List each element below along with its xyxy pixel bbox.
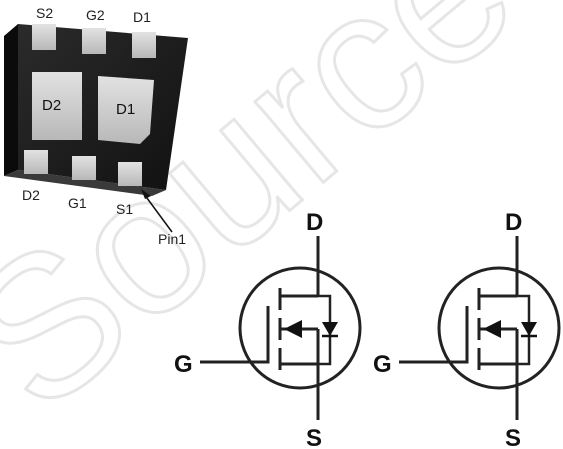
mosfet-2-arrow (483, 320, 501, 338)
pin1-label: Pin1 (158, 231, 186, 247)
pin-label-g2: G2 (86, 7, 105, 23)
pin-label-d2-bottom: D2 (22, 187, 40, 203)
pin-bottom-2 (72, 156, 96, 180)
pin1-arrowhead (141, 189, 151, 199)
pad-label-d1: D1 (116, 101, 135, 118)
pin-bottom-3 (118, 162, 142, 186)
pin-label-s1: S1 (116, 201, 133, 217)
package-photo: S2 G2 D1 D2 D1 D2 G1 S1 Pin1 (4, 5, 188, 247)
mosfet-2-gate-label: G (373, 351, 392, 378)
mosfet-1-gate-label: G (174, 351, 193, 378)
mosfet-1-drain-label: D (306, 209, 323, 236)
package-bottom-face (4, 170, 166, 196)
pin-label-g1: G1 (68, 195, 87, 211)
mosfet-symbol-2: D G S (373, 209, 561, 449)
mosfet-2-drain-label: D (505, 209, 522, 236)
pin-label-s2: S2 (36, 5, 53, 21)
pin-top-3 (132, 32, 156, 58)
mosfet-symbol-1: D G S (174, 209, 362, 449)
pin1-arrow (143, 193, 173, 233)
pin-label-d1-top: D1 (133, 9, 151, 25)
mosfet-1-source-label: S (306, 425, 322, 449)
mosfet-2-source-label: S (505, 425, 521, 449)
mosfet-2-diode (521, 322, 537, 336)
pad-d2 (32, 72, 82, 140)
pad-d1 (98, 76, 154, 144)
package-side (4, 24, 18, 176)
mosfet-2-gate-lead (399, 306, 469, 364)
pad-label-d2: D2 (42, 97, 61, 114)
pin-top-2 (82, 28, 106, 54)
mosfet-1-diode (322, 322, 338, 336)
pin-top-1 (32, 24, 56, 50)
mosfet-1-arrow (284, 320, 302, 338)
pin-bottom-1 (24, 150, 48, 174)
mosfet-1-body-circle (238, 266, 362, 390)
mosfet-2-body-circle (437, 266, 561, 390)
mosfet-1-gate-lead (200, 306, 270, 364)
